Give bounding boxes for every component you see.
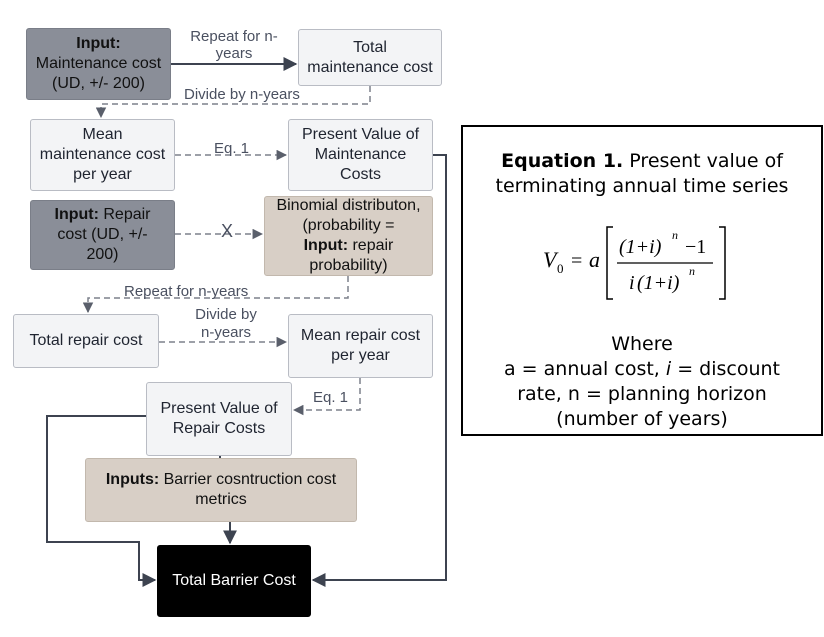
label-line: years [215, 45, 253, 62]
box-line: Repair Costs [172, 420, 266, 437]
arrow-pv-maintenance-to-total [311, 154, 447, 587]
box-line: Barrier cosntruction cost [159, 471, 337, 488]
box-line: Present Value of [160, 400, 278, 417]
label-eq1-repair: Eq. 1 [313, 389, 349, 406]
where-line3: (number of years) [556, 408, 728, 430]
input-label: Input: [76, 35, 121, 52]
box-line: Maintenance cost [35, 55, 162, 72]
box-line: 200) [86, 246, 119, 263]
arrow-pv-repair-to-total [46, 415, 157, 587]
box-line: Total [353, 38, 387, 56]
box-line: metrics [195, 491, 247, 508]
box-line: repair [348, 237, 394, 254]
label-line: n-years [200, 324, 252, 341]
where-line1-i: i [665, 358, 672, 380]
formula-numerator-minus: −1 [685, 236, 706, 258]
box-line: (probability = [302, 217, 395, 234]
box-line: (UD, +/- 200) [52, 75, 145, 92]
box-line: Total Barrier Cost [172, 572, 296, 589]
box-line: Binomial distributon, [276, 197, 421, 214]
equation-title: Equation 1. Present value of terminating… [463, 149, 821, 199]
label-line: Divide by [195, 306, 257, 323]
equation-panel: Equation 1. Present value of terminating… [461, 125, 823, 436]
input-maintenance-box: Input: Maintenance cost (UD, +/- 200) [26, 28, 171, 100]
formula-equals: = [571, 250, 582, 272]
arrow-divide-maintenance [95, 86, 371, 119]
label-divide-n-years-1: Divide by n-years [184, 86, 300, 103]
input-label: Inputs: [105, 471, 160, 488]
mean-repair-box: Mean repair cost per year [288, 314, 433, 378]
input-repair-box: Input: Repair cost (UD, +/- 200) [30, 200, 175, 270]
formula-numerator-exp: n [672, 228, 678, 242]
equation-where: Where a = annual cost, i = discount rate… [463, 332, 821, 432]
formula-left-bracket [606, 226, 613, 300]
formula-lhs: V [543, 247, 559, 272]
box-line: Mean repair cost [300, 327, 421, 344]
box-line: per year [331, 347, 390, 364]
box-line: Present Value of [301, 126, 420, 143]
inputs-barrier-box: Inputs: Barrier cosntruction cost metric… [85, 458, 357, 522]
equation-title-bold: Equation 1. [501, 150, 624, 172]
box-line: maintenance cost [307, 58, 433, 76]
arrow-eq1-repair [292, 378, 361, 416]
pv-repair-box: Present Value of Repair Costs [146, 382, 292, 456]
where-line1-a: a = annual cost, [504, 358, 666, 380]
formula-numerator-base: (1+i) [619, 236, 662, 258]
label-line: Repeat for n- [190, 28, 278, 45]
where-heading: Where [611, 333, 673, 355]
pv-maintenance-box: Present Value of Maintenance Costs [288, 119, 433, 191]
binomial-box: Binomial distributon, (probability = Inp… [264, 196, 433, 276]
box-line: Repair [98, 206, 151, 223]
total-maintenance-box: Total maintenance cost [298, 29, 442, 86]
box-line: Total repair cost [29, 332, 143, 349]
mean-maintenance-box: Mean maintenance cost per year [30, 119, 175, 191]
formula-lhs-sub: 0 [557, 261, 564, 276]
box-line: maintenance cost [39, 146, 166, 163]
where-line2: rate, n = planning horizon [517, 383, 767, 405]
input-label: Input: [303, 237, 349, 254]
arrow-repeat-repair [82, 276, 349, 314]
equation-title-line2: terminating annual time series [495, 175, 789, 197]
label-repeat-n-years-2: Repeat for n-years [124, 283, 249, 300]
box-line: per year [73, 166, 132, 183]
where-line1-b: = discount [671, 358, 780, 380]
box-line: cost (UD, +/- [57, 226, 148, 243]
formula-denominator-base: (1+i) [637, 272, 680, 294]
label-x-mark: X [221, 221, 234, 241]
formula-denominator-i: i [629, 272, 635, 294]
label-repeat-n-years-1: Repeat for n- years [176, 28, 292, 63]
equation-formula: V 0 = a (1+i) n −1 i (1+i) n [543, 226, 726, 300]
total-repair-box: Total repair cost [13, 314, 159, 368]
formula-coef: a [589, 247, 600, 272]
box-line: Mean [82, 126, 123, 143]
equation-title-rest: Present value of [623, 150, 783, 172]
total-barrier-cost-box: Total Barrier Cost [157, 545, 311, 617]
label-eq1-maintenance: Eq. 1 [214, 140, 250, 157]
box-line: probability) [309, 257, 388, 274]
box-line: Costs [340, 166, 381, 183]
label-divide-n-years-2: Divide by n-years [186, 306, 266, 342]
input-label: Input: [54, 206, 99, 223]
box-line: Maintenance [314, 146, 407, 163]
formula-right-bracket [719, 226, 726, 300]
formula-denominator-exp: n [689, 264, 695, 278]
